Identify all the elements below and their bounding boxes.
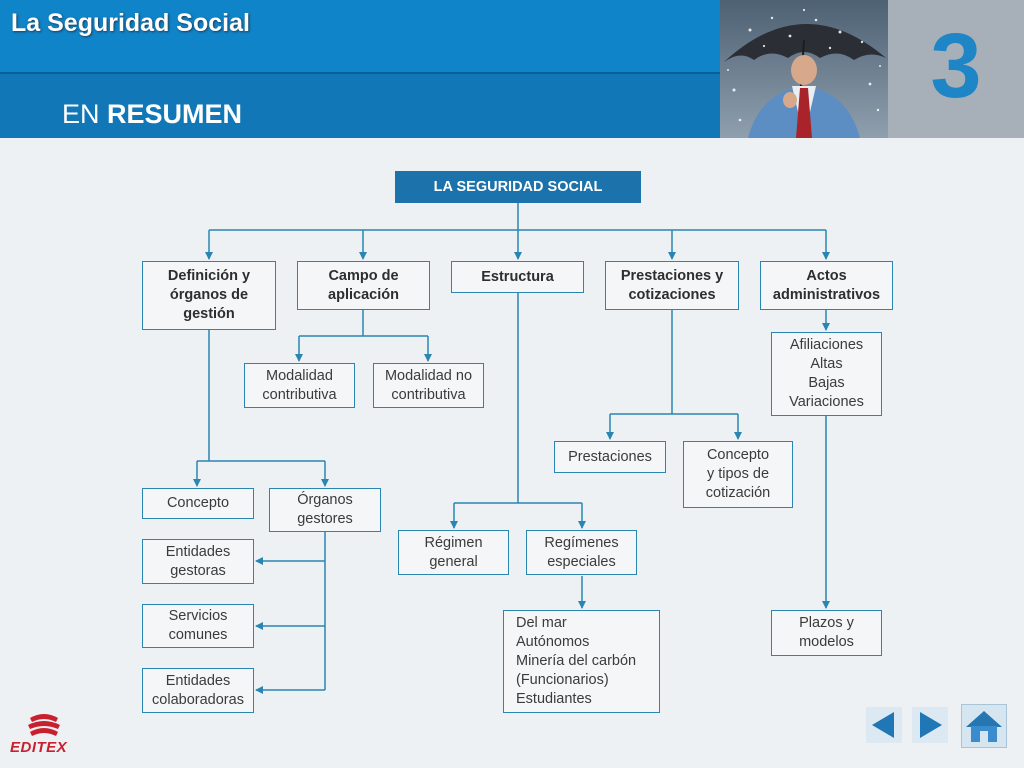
node-plazos-modelos: Plazos y modelos [771, 610, 882, 656]
node-prestaciones: Prestaciones [554, 441, 666, 473]
editex-logo [10, 712, 80, 760]
root-node: LA SEGURIDAD SOCIAL [395, 171, 641, 203]
app-title: La Seguridad Social [11, 9, 250, 37]
page-title-prefix: EN [62, 99, 100, 129]
category-campo: Campo de aplicación [297, 261, 430, 310]
node-afiliaciones: Afiliaciones Altas Bajas Variaciones [771, 332, 882, 416]
page-title: EN RESUMEN [62, 99, 242, 130]
node-regimen-general: Régimen general [398, 530, 509, 575]
node-modalidad-no-contributiva: Modalidad no contributiva [373, 363, 484, 408]
arrow-right-icon [912, 707, 948, 743]
home-icon [966, 711, 1002, 742]
category-prestaciones: Prestaciones y cotizaciones [605, 261, 739, 310]
node-concepto-cotizacion: Concepto y tipos de cotización [683, 441, 793, 508]
home-button[interactable] [961, 704, 1007, 748]
node-entidades-gestoras: Entidades gestoras [142, 539, 254, 584]
node-organos-gestores: Órganos gestores [269, 488, 381, 532]
header-photo [720, 0, 888, 138]
man-with-umbrella-photo [720, 0, 888, 138]
header-bottom-band [0, 73, 720, 138]
chapter-panel [888, 0, 1024, 138]
node-regimenes-especiales: Regímenes especiales [526, 530, 637, 575]
chapter-number: 3 [930, 15, 982, 117]
next-button[interactable] [912, 707, 948, 743]
node-modalidad-contributiva: Modalidad contributiva [244, 363, 355, 408]
category-definicion: Definición y órganos de gestión [142, 261, 276, 330]
header-divider [0, 72, 720, 74]
category-estructura: Estructura [451, 261, 584, 293]
page-title-main: RESUMEN [107, 99, 243, 129]
editex-logo-mark [28, 714, 60, 736]
node-concepto: Concepto [142, 488, 254, 519]
node-entidades-colaboradoras: Entidades colaboradoras [142, 668, 254, 713]
header-top-band [0, 0, 720, 73]
editex-logo-text: EDITEX [10, 739, 68, 756]
prev-button[interactable] [866, 707, 902, 743]
category-actos: Actos administrativos [760, 261, 893, 310]
arrow-left-icon [866, 707, 902, 743]
node-regimenes-lista: Del mar Autónomos Minería del carbón (Fu… [503, 610, 660, 713]
node-servicios-comunes: Servicios comunes [142, 604, 254, 648]
